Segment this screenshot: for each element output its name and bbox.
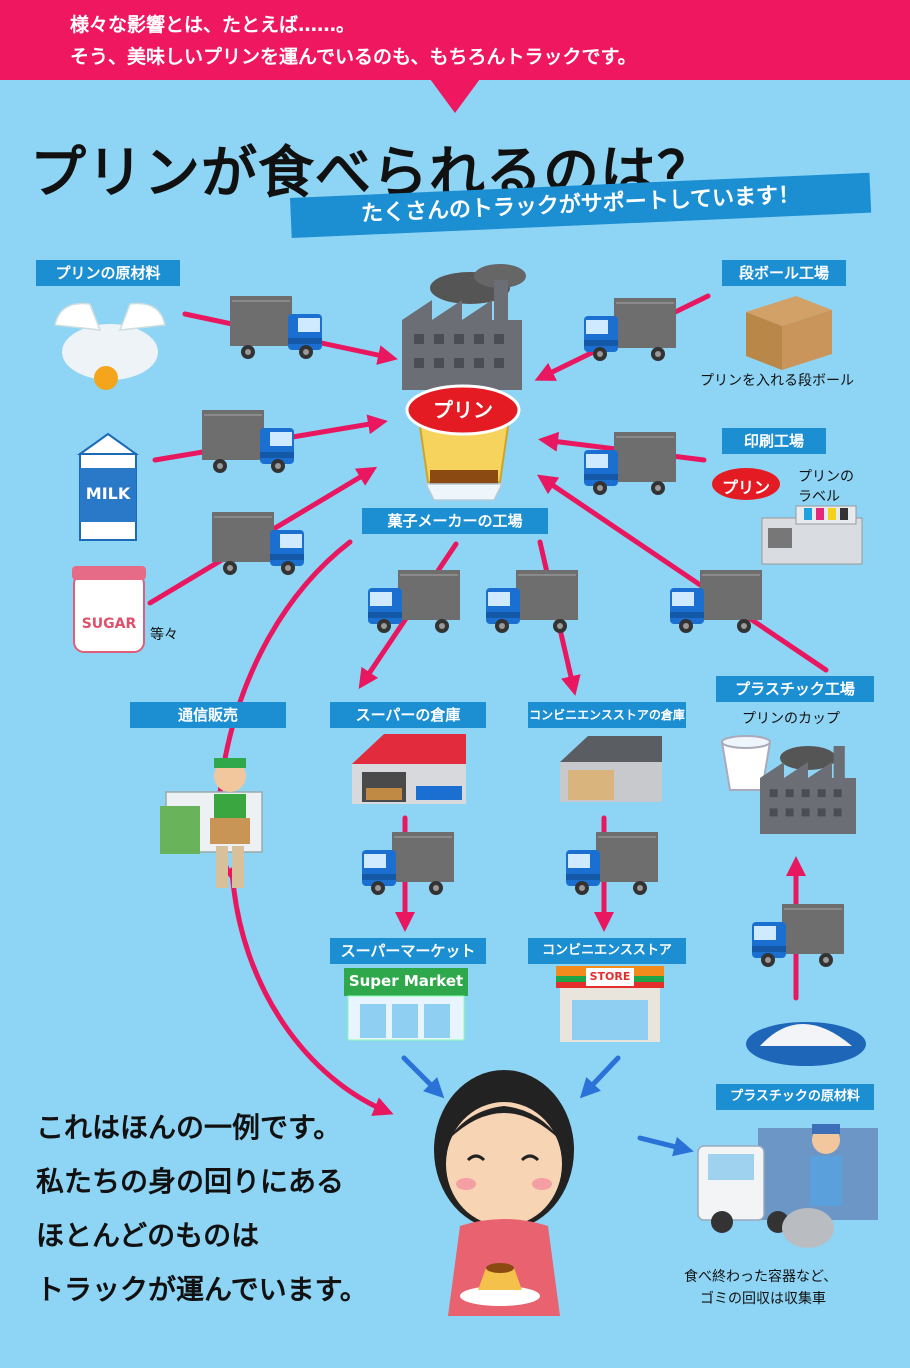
garbage-truck-icon: [697, 1124, 878, 1248]
caption-label-2: ラベル: [798, 489, 840, 505]
banner-pointer: [430, 79, 480, 113]
outro-line-1: これはほんの一例です。: [36, 1111, 342, 1144]
store-sign: STORE: [586, 968, 634, 986]
truck-icon-cvs-warehouse: [486, 570, 578, 633]
truck-icon-print: [584, 432, 676, 495]
truck-icon-supermarket: [362, 832, 454, 895]
plastic-factory-icon: [760, 746, 856, 834]
tag-print-factory: 印刷工場: [722, 428, 826, 454]
pudding-label-icon: [712, 468, 780, 500]
caption-cup: プリンのカップ: [742, 711, 840, 727]
supermarket-sign: Super Market: [348, 972, 464, 990]
delivery-person-icon: [160, 758, 263, 888]
printing-machine-icon: [761, 505, 863, 565]
tag-super-warehouse: スーパーの倉庫: [330, 702, 486, 728]
plastic-cup-icon: [720, 735, 772, 791]
milk-carton-icon: [76, 432, 140, 541]
tag-cvs-warehouse: コンビニエンスストアの倉庫: [528, 702, 686, 728]
outro-line-4: トラックが運んでいます。: [36, 1273, 368, 1306]
pudding-cup-label: プリン: [433, 398, 493, 422]
outro-line-3: ほとんどのものは: [36, 1219, 260, 1252]
arrow-supermarket-to-customer: [401, 1055, 445, 1099]
top-banner: 様々な影響とは、たとえば……。 そう、美味しいプリンを運んでいるのも、もちろんト…: [0, 0, 910, 80]
caption-garbage-1: 食べ終わった容器など、: [684, 1269, 838, 1285]
truck-icon-super-warehouse: [368, 570, 460, 633]
super-warehouse-icon: [352, 734, 466, 804]
cardboard-box-icon: [746, 296, 832, 370]
caption-cardboard: プリンを入れる段ボール: [700, 373, 854, 389]
banner-line-2: そう、美味しいプリンを運んでいるのも、もちろんトラックです。: [70, 46, 637, 68]
supermarket-icon: [344, 968, 468, 1041]
arrow-to-garbage-truck: [637, 1135, 694, 1157]
truck-icon-milk: [202, 410, 294, 473]
banner-line-1: 様々な影響とは、たとえば……。: [70, 14, 356, 36]
arrow-plastic-to-factory: [537, 474, 829, 673]
tag-cardboard-factory: 段ボール工場: [722, 260, 846, 286]
milk-text: MILK: [85, 484, 131, 503]
tag-ingredients: プリンの原材料: [36, 260, 180, 286]
truck-icon-cardboard: [584, 298, 676, 361]
outro-line-2: 私たちの身の回りにある: [36, 1165, 345, 1198]
tag-mail-order: 通信販売: [130, 702, 286, 728]
caption-etc: 等々: [150, 627, 178, 643]
arrow-cvs-to-customer: [579, 1055, 621, 1099]
pudding-icon: [405, 384, 521, 501]
confectionery-factory-icon: [402, 264, 526, 390]
caption-label-1: プリンの: [798, 469, 854, 485]
truck-icon-egg: [230, 296, 322, 359]
tag-supermarket: スーパーマーケット: [330, 938, 486, 964]
tag-plastic-material: プラスチックの原材料: [716, 1084, 874, 1110]
label-sticker-text: プリン: [721, 478, 770, 497]
customer-girl-icon: [434, 1070, 574, 1316]
truck-icon-plastic: [670, 570, 762, 633]
truck-icon-cvs: [566, 832, 658, 895]
sugar-text: SUGAR: [81, 616, 137, 632]
tag-confectionery-factory: 菓子メーカーの工場: [362, 508, 548, 534]
egg-icon: [54, 302, 166, 390]
tag-cvs: コンビニエンスストア: [528, 938, 686, 964]
cvs-warehouse-icon: [560, 736, 662, 802]
arrow-mail-order-to-customer: [229, 867, 394, 1116]
tag-plastic-factory: プラスチック工場: [716, 676, 874, 702]
plastic-pellets-icon: [746, 1022, 866, 1066]
sugar-jar-icon: [72, 566, 146, 653]
caption-garbage-2: ゴミの回収は収集車: [700, 1291, 826, 1307]
